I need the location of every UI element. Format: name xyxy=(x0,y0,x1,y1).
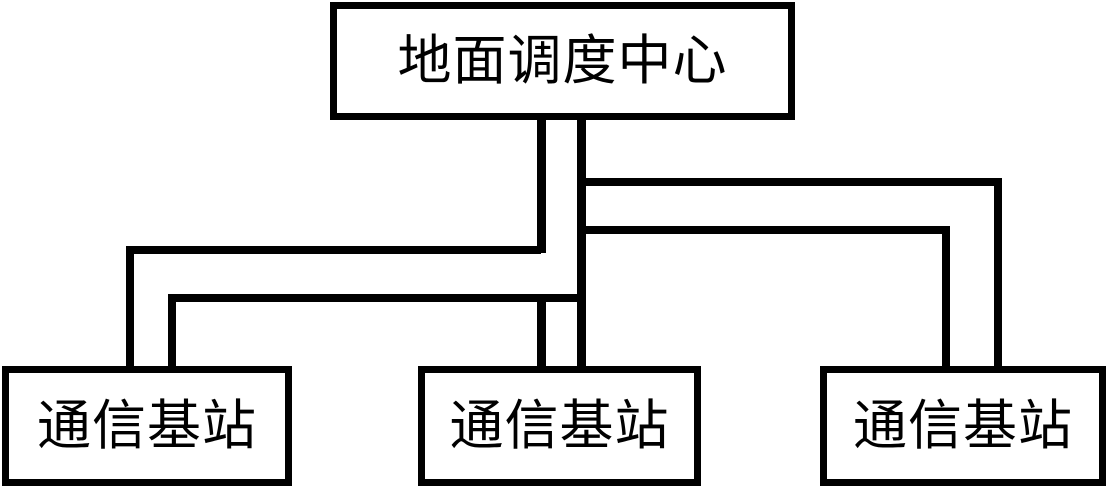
node-base-station-right: 通信基站 xyxy=(820,366,1106,486)
connector-trunk-left-lower-vertical xyxy=(537,294,546,366)
node-label-base-station-left: 通信基站 xyxy=(37,396,257,456)
node-label-base-station-right: 通信基站 xyxy=(853,396,1073,456)
connector-branch-right-mid-drop xyxy=(942,226,950,370)
connector-branch-right-top-horizontal xyxy=(577,178,1002,186)
connector-trunk-left-vertical xyxy=(537,113,546,253)
connector-branch-left-mid-drop xyxy=(168,294,176,370)
node-label-base-station-middle: 通信基站 xyxy=(449,396,670,456)
connector-branch-left-mid-horizontal xyxy=(168,294,583,302)
node-base-station-middle: 通信基站 xyxy=(418,366,701,486)
node-label-ground-dispatch-center: 地面调度中心 xyxy=(397,31,728,91)
connector-branch-left-top-drop xyxy=(126,246,134,370)
node-ground-dispatch-center: 地面调度中心 xyxy=(330,2,795,120)
connector-trunk-right-vertical xyxy=(577,113,586,366)
connector-branch-left-top-horizontal xyxy=(126,246,541,254)
node-base-station-left: 通信基站 xyxy=(2,366,292,486)
connector-branch-right-top-drop xyxy=(994,178,1002,370)
connector-branch-right-mid-horizontal xyxy=(577,226,950,234)
